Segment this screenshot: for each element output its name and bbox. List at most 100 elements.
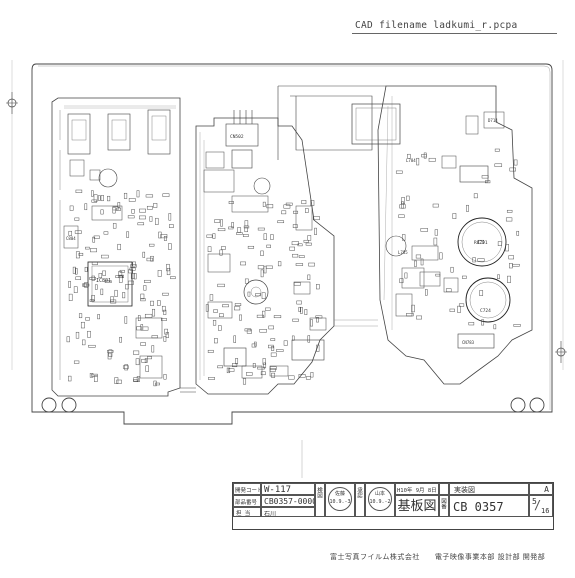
company-footer: 富士写真フイルム株式会社 電子映像事業本部 設計部 開発部 — [330, 553, 546, 561]
sheet-total: 16 — [541, 507, 550, 515]
smd-pad — [420, 258, 424, 266]
smd-pad — [458, 303, 465, 307]
smd-pad — [277, 261, 282, 267]
smd-pad — [205, 304, 209, 312]
smd-pad — [149, 243, 155, 247]
smd-pad — [214, 338, 218, 344]
smd-pad — [170, 276, 176, 280]
board-outline — [31, 63, 553, 425]
smd-pad — [136, 190, 140, 198]
smd-pad — [84, 266, 88, 272]
smd-pad — [316, 284, 320, 290]
smd-pad — [117, 202, 121, 208]
smd-pad — [168, 213, 172, 221]
smd-pad — [160, 234, 168, 239]
smd-pad — [439, 252, 443, 260]
smd-pad — [101, 254, 109, 259]
smd-pad — [292, 318, 299, 322]
smd-pad — [310, 319, 313, 327]
smd-pad — [428, 157, 436, 162]
smd-pad — [161, 305, 166, 312]
smd-pad — [163, 336, 167, 342]
smd-pad — [265, 265, 273, 269]
smd-pad — [477, 239, 484, 244]
smd-pad — [270, 234, 274, 240]
smd-pad — [252, 363, 256, 368]
r8791-label: R8791 — [474, 240, 488, 246]
smd-pad — [97, 195, 101, 201]
smd-pad — [128, 269, 133, 274]
smd-pad — [124, 364, 129, 371]
smd-pad — [505, 244, 509, 252]
smd-pad — [145, 365, 149, 372]
mount-hole-4 — [529, 397, 545, 413]
smd-pad — [112, 206, 119, 211]
smd-pad — [163, 236, 167, 241]
smd-pad — [242, 378, 247, 385]
smd-pad — [145, 194, 154, 198]
cad-filename-underline — [352, 33, 557, 34]
smd-pad — [137, 315, 141, 321]
smd-pad — [91, 373, 98, 377]
smd-pad — [91, 190, 94, 197]
smd-pad — [158, 231, 162, 239]
c724-label: C724 — [480, 308, 491, 314]
smd-pad — [406, 195, 410, 201]
smd-pad — [315, 315, 323, 319]
smd-pad — [140, 324, 144, 331]
cad-filename-label: CAD filename ladkumi_r.pcpa — [355, 20, 518, 31]
smd-pad — [434, 229, 438, 236]
smd-pad — [240, 261, 246, 266]
drawing-no-label: 図番 — [439, 495, 449, 517]
smd-pad — [144, 313, 153, 318]
smd-pad — [513, 159, 518, 166]
smd-pad — [293, 210, 299, 214]
smd-pad — [270, 352, 277, 357]
smd-pad — [304, 309, 308, 315]
smd-pad — [157, 270, 162, 277]
smd-pad — [411, 304, 415, 313]
smd-pad — [128, 198, 136, 202]
smd-pad — [271, 346, 275, 351]
smd-pad — [288, 375, 295, 380]
smd-pad — [305, 242, 312, 246]
smd-pad — [298, 306, 302, 312]
smd-pad — [263, 233, 267, 240]
smd-pad — [268, 325, 274, 330]
smd-pad — [128, 280, 134, 285]
smd-pad — [307, 335, 311, 343]
smd-pad — [221, 246, 226, 250]
ic801-label: IC801 — [96, 278, 111, 284]
smd-pad — [133, 273, 137, 280]
stamp1-name: 佐藤 — [334, 491, 345, 497]
sheet-number: 5 / 16 — [529, 495, 553, 517]
smd-pad — [68, 280, 71, 288]
smd-pad — [310, 372, 314, 378]
smd-pad — [139, 215, 146, 220]
smd-pad — [493, 324, 497, 330]
smd-pad — [100, 209, 104, 215]
smd-pad — [91, 261, 98, 265]
smd-pad — [213, 309, 218, 313]
smd-pad — [285, 202, 293, 206]
smd-pad — [497, 274, 500, 280]
smd-pad — [154, 382, 160, 386]
smd-pad — [228, 226, 234, 230]
smd-pad — [479, 290, 484, 296]
smd-pad — [130, 264, 137, 268]
smd-pad — [217, 228, 226, 232]
smd-pad — [263, 265, 267, 274]
smd-pad — [146, 205, 153, 210]
l784-label: L784 — [406, 158, 416, 163]
smd-pad — [78, 313, 83, 319]
smd-pad — [207, 246, 212, 252]
smd-pad — [472, 257, 476, 263]
smd-pad — [207, 349, 214, 353]
smd-pad — [244, 328, 252, 332]
smd-pad — [246, 329, 252, 334]
smd-pad — [163, 374, 167, 380]
smd-pad — [295, 263, 304, 266]
smd-pad — [212, 320, 217, 326]
smd-pad — [231, 222, 234, 228]
smd-pad — [262, 310, 266, 318]
